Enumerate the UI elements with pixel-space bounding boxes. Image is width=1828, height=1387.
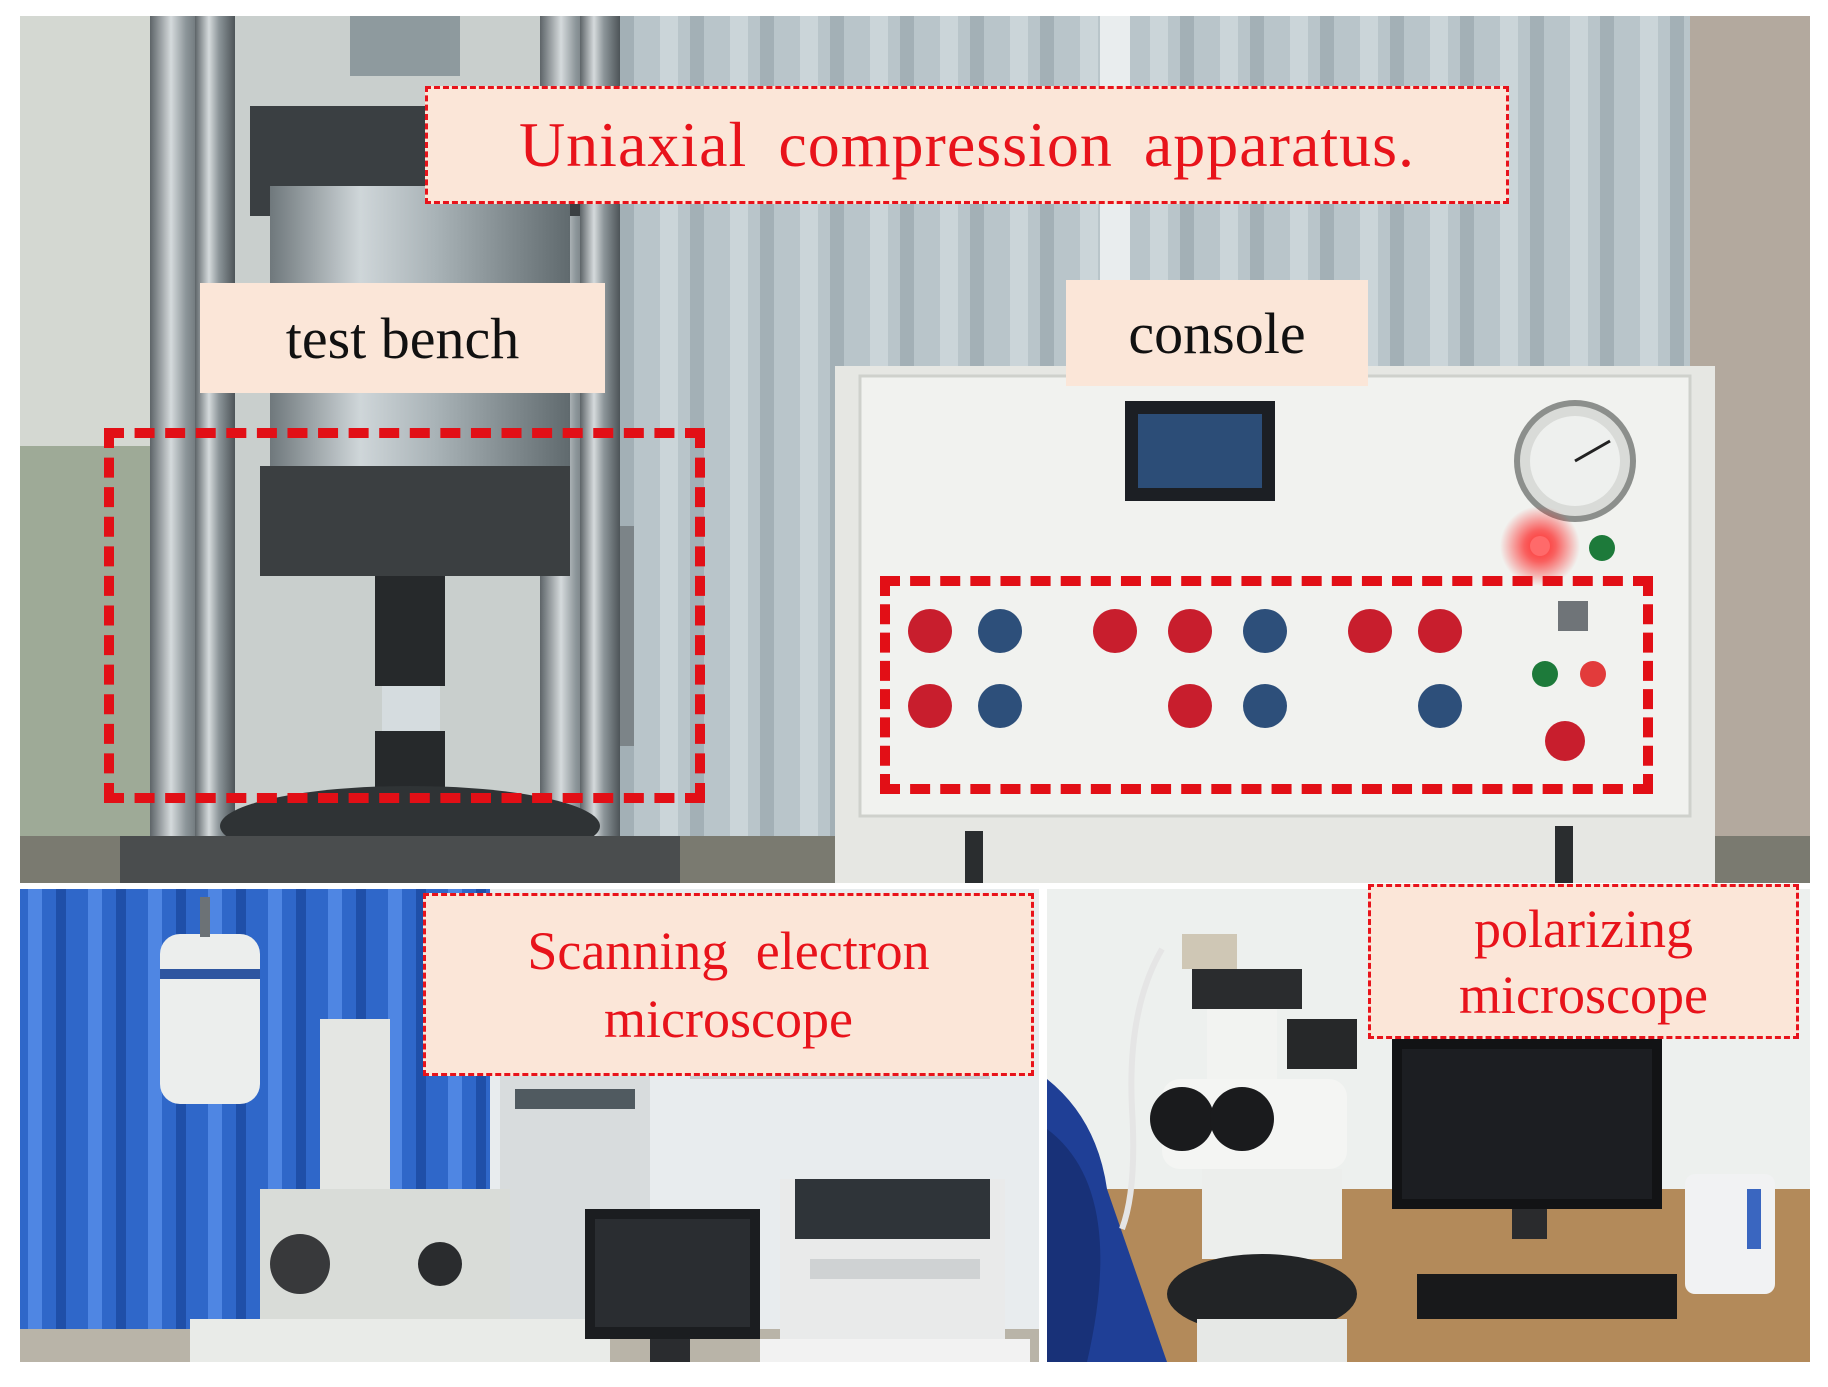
pol-label-line-2: microscope xyxy=(1459,964,1708,1025)
console-label: console xyxy=(1066,280,1368,386)
uniaxial-apparatus-label-text: Uniaxial compression apparatus. xyxy=(518,109,1416,180)
sem-label-line-2: microscope xyxy=(604,988,853,1049)
pol-label-line-1: polarizing xyxy=(1474,898,1693,959)
console-controls-highlight-box xyxy=(880,576,1653,794)
polarizing-microscope-label: polarizing microscope xyxy=(1368,884,1799,1039)
sem-label-line-1: Scanning electron xyxy=(527,920,930,981)
sem-photo xyxy=(20,889,1039,1362)
test-bench-label: test bench xyxy=(200,283,605,393)
sem-label: Scanning electron microscope xyxy=(423,893,1034,1076)
test-bench-label-text: test bench xyxy=(285,305,520,371)
uniaxial-apparatus-label: Uniaxial compression apparatus. xyxy=(425,86,1509,204)
test-bench-highlight-box xyxy=(104,428,705,803)
console-label-text: console xyxy=(1128,300,1306,366)
